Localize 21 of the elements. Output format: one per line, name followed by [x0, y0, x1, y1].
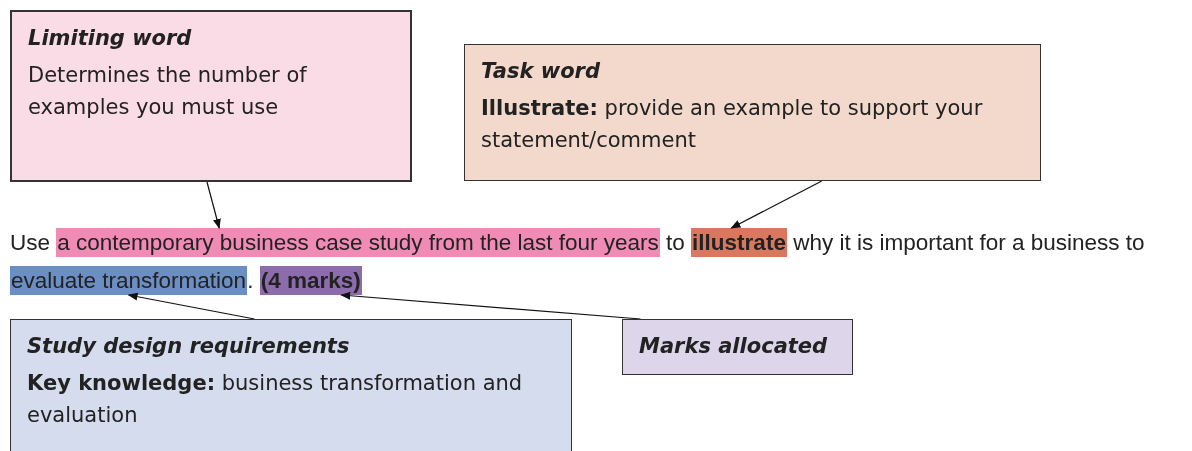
sentence-text: Use — [10, 230, 50, 255]
callout-box — [622, 319, 853, 375]
arrow — [206, 181, 221, 229]
highlighted-phrase: evaluate transformation — [10, 266, 248, 295]
sentence-text: . — [247, 268, 254, 293]
callout-heading: Study design requirements — [27, 334, 351, 358]
callout-heading: Task word — [481, 59, 601, 83]
callout-heading: Marks allocated — [639, 334, 829, 358]
highlighted-phrase: illustrate — [691, 228, 787, 257]
highlighted-phrase: a contemporary business case study from the last four years — [56, 228, 660, 257]
callout-box — [464, 44, 1041, 181]
callout-box — [10, 319, 572, 451]
sentence-text: why it is important for a business to — [793, 230, 1145, 255]
callout-box — [10, 10, 412, 182]
callout-text: Determines the number of examples you must use — [28, 62, 308, 121]
highlighted-phrase: (4 marks) — [259, 266, 362, 295]
callout-text: Illustrate: provide an example to support your statement/comment — [481, 95, 984, 154]
callout-text: Key knowledge: business transformation and evaluation — [27, 370, 524, 429]
arrow — [730, 180, 823, 229]
callout-heading: Limiting word — [28, 26, 193, 50]
sentence-text: to — [666, 230, 685, 255]
